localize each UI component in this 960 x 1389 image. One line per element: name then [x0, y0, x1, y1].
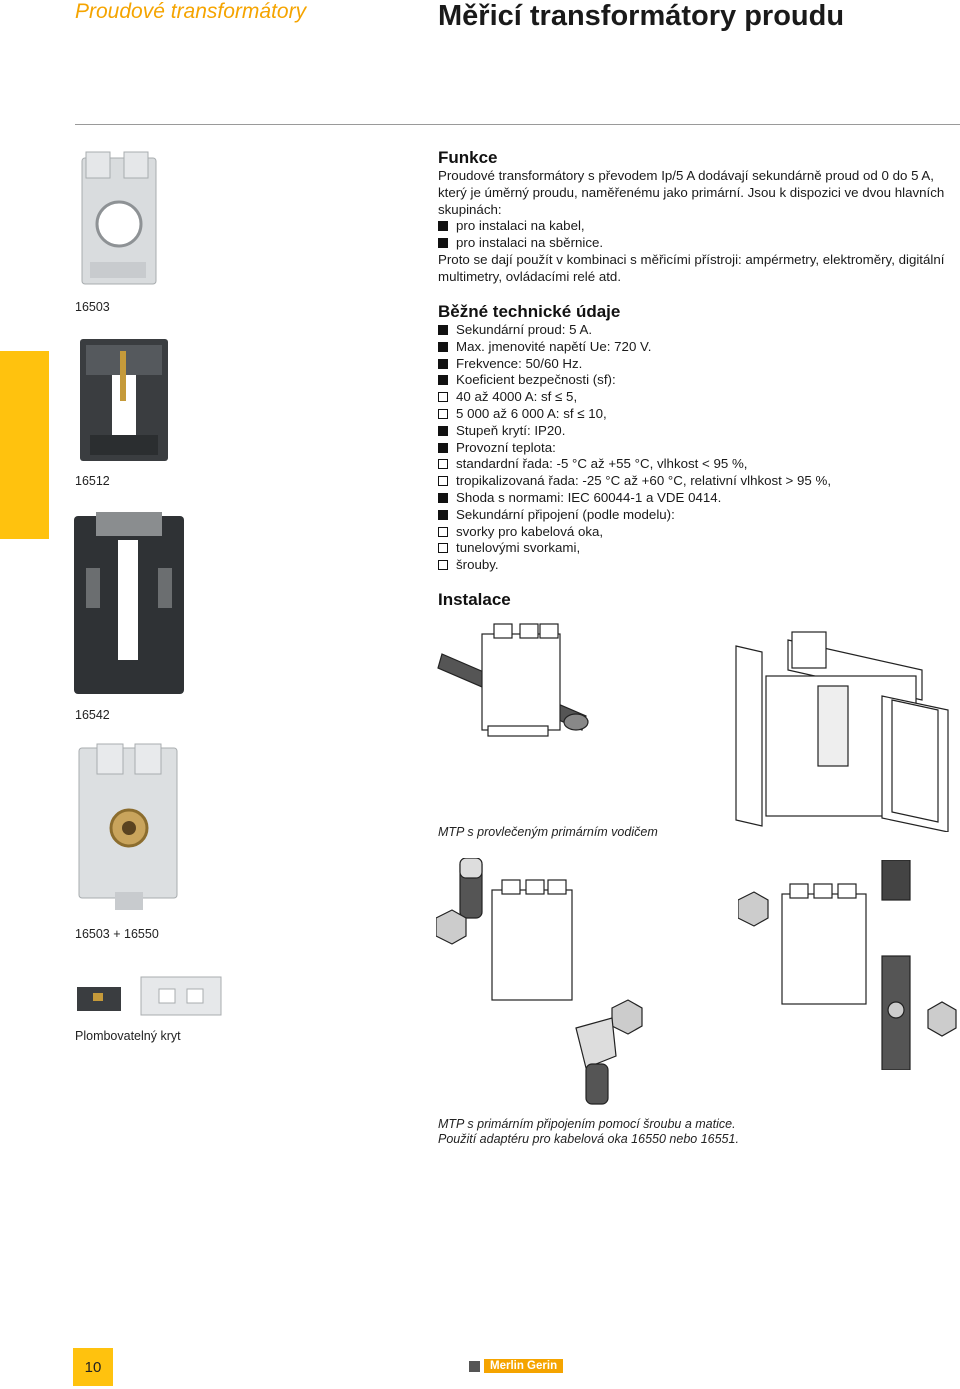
caption-16512: 16512 [75, 474, 110, 488]
photo-sealable-cover [77, 976, 222, 1016]
spec-item: tropikalizovaná řada: -25 °C až +60 °C, … [438, 473, 960, 490]
list-item: pro instalaci na kabel, [438, 218, 960, 235]
funkce-outro: Proto se dají použít v kombinaci s měřic… [438, 251, 945, 284]
spec-item: šrouby. [438, 557, 960, 574]
brand-logo-text: Merlin Gerin [484, 1359, 564, 1373]
photo-16542 [74, 512, 184, 694]
photo-16503-16550 [78, 743, 178, 910]
caption-bolt-nut-line2: Použití adaptéru pro kabelová oka 16550 … [438, 1132, 739, 1146]
side-tab-marker [0, 351, 49, 539]
caption-sealable-cover: Plombovatelný kryt [75, 1029, 181, 1043]
caption-16542: 16542 [75, 708, 110, 722]
spec-item: 40 až 4000 A: sf ≤ 5, [438, 389, 960, 406]
header-divider [75, 124, 960, 125]
page-number: 10 [84, 1358, 102, 1376]
specs-list: Sekundární proud: 5 A.Max. jmenovité nap… [438, 322, 960, 574]
photo-16503 [81, 151, 157, 285]
brand-logo: Merlin Gerin [469, 1359, 564, 1373]
caption-bolt-nut-line1: MTP s primárním připojením pomocí šroubu… [438, 1117, 736, 1131]
spec-item: standardní řada: -5 °C až +55 °C, vlhkos… [438, 456, 960, 473]
photo-16512 [80, 339, 168, 461]
brand-logo-mark [469, 1360, 480, 1372]
caption-bolt-nut: MTP s primárním připojením pomocí šroubu… [438, 1117, 739, 1147]
spec-item: svorky pro kabelová oka, [438, 524, 960, 541]
drawing-cable-through-ct [437, 623, 589, 737]
instalace-heading: Instalace [438, 590, 511, 609]
list-item: pro instalaci na sběrnice. [438, 235, 960, 252]
page-title: Měřicí transformátory proudu [438, 0, 845, 32]
spec-item: Shoda s normami: IEC 60044-1 a VDE 0414. [438, 490, 960, 507]
funkce-list: pro instalaci na kabel, pro instalaci na… [438, 218, 960, 252]
drawing-bolt-busbar [738, 860, 957, 1070]
spec-item: Sekundární proud: 5 A. [438, 322, 960, 339]
spec-item: 5 000 až 6 000 A: sf ≤ 10, [438, 406, 960, 423]
page-number-box: 10 [73, 1348, 113, 1386]
funkce-body: Proudové transformátory s převodem Ip/5 … [438, 168, 960, 286]
drawing-bolt-cable-lug [436, 858, 643, 1105]
caption-cable-through: MTP s provlečeným primárním vodičem [438, 825, 658, 839]
spec-item: Max. jmenovité napětí Ue: 720 V. [438, 339, 960, 356]
spec-item: Stupeň krytí: IP20. [438, 423, 960, 440]
caption-16503-16550: 16503 + 16550 [75, 927, 159, 941]
section-title: Proudové transformátory [75, 0, 307, 23]
spec-item: Frekvence: 50/60 Hz. [438, 356, 960, 373]
spec-item: Sekundární připojení (podle modelu): [438, 507, 960, 524]
spec-item: tunelovými svorkami, [438, 540, 960, 557]
funkce-heading: Funkce [438, 148, 498, 167]
funkce-intro: Proudové transformátory s převodem Ip/5 … [438, 168, 945, 217]
spec-item: Koeficient bezpečnosti (sf): [438, 372, 960, 389]
drawing-busbar-through-ct [735, 631, 949, 832]
caption-16503: 16503 [75, 300, 110, 314]
spec-item: Provozní teplota: [438, 440, 960, 457]
specs-heading: Běžné technické údaje [438, 302, 621, 321]
